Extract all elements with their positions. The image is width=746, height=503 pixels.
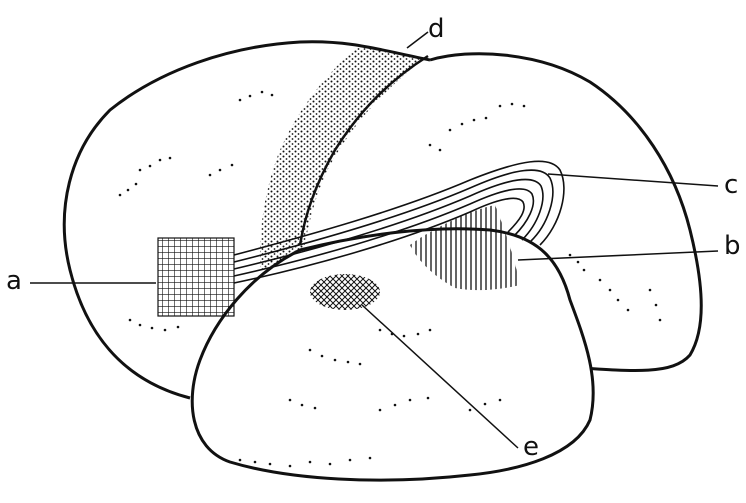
label-b: b xyxy=(724,233,741,259)
label-d: d xyxy=(428,16,445,42)
leader-line-c xyxy=(548,174,718,186)
auditory-cortex-crosshatch xyxy=(310,274,380,310)
label-c: c xyxy=(724,172,738,198)
leader-line-d xyxy=(407,32,428,48)
label-e: e xyxy=(523,434,539,460)
brocas-area-grid xyxy=(158,238,234,316)
label-a: a xyxy=(6,268,22,294)
